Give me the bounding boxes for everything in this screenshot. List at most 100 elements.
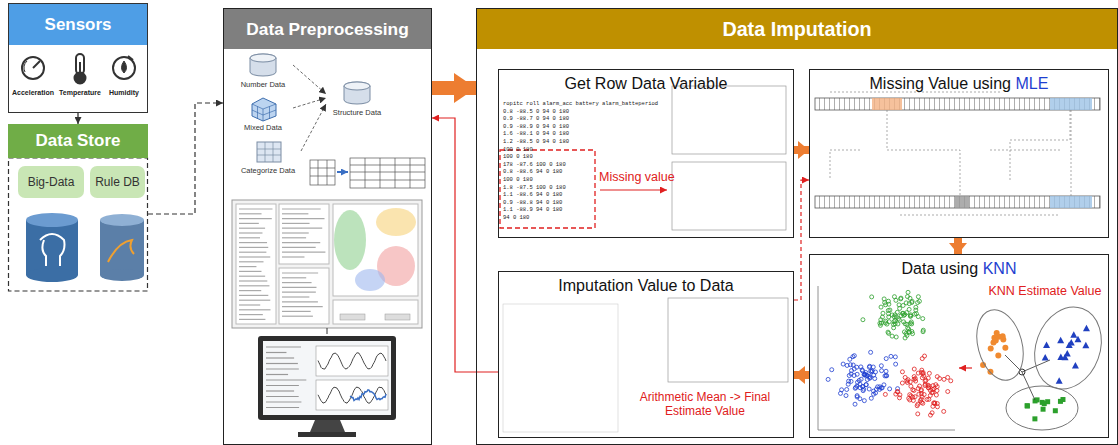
database-icons — [40, 234, 65, 266]
step-box: Missing Value using MLE — [809, 69, 1109, 238]
line-chart — [672, 86, 786, 154]
scatter-point — [883, 321, 887, 325]
scatter-point — [847, 374, 851, 378]
table-cell: 100 0 180 — [503, 176, 533, 183]
data-link — [148, 103, 223, 214]
scatter-point — [869, 350, 873, 354]
scatter-point — [899, 314, 903, 318]
scatter-point — [926, 376, 930, 380]
scatter-point — [907, 330, 911, 334]
scatter-point — [942, 409, 946, 413]
node-label: Structure Data — [333, 108, 381, 117]
cluster-outlines — [1006, 386, 1078, 430]
scatter-point — [882, 297, 886, 301]
software-screenshot — [232, 200, 422, 328]
database-icons — [26, 213, 144, 282]
text-placeholder — [266, 390, 294, 391]
merge-arrow — [293, 98, 326, 108]
scatter-point — [946, 375, 950, 379]
data-strip — [815, 98, 1100, 110]
scatter-point — [910, 322, 914, 326]
text-placeholder — [282, 247, 316, 248]
scatter-point — [880, 369, 884, 373]
scatter-point — [899, 296, 903, 300]
process-panel: Data PreprocessingNumber DataMixed DataC… — [223, 8, 432, 445]
stage-arrow — [794, 371, 809, 379]
chart-axes — [818, 286, 955, 430]
monitor-icon — [263, 341, 391, 415]
class-point — [1042, 354, 1049, 361]
scatter-point — [912, 367, 916, 371]
software-screenshot — [232, 200, 422, 328]
sensor-icons — [128, 56, 133, 60]
scatter-point — [900, 370, 904, 374]
sensor-icons — [122, 61, 127, 73]
annotation-lines — [1071, 110, 1072, 196]
scatter-point — [845, 363, 849, 367]
scatter-point — [889, 354, 893, 358]
scatter-point — [904, 301, 908, 305]
text-placeholder — [282, 208, 321, 209]
scatter-point — [847, 379, 851, 383]
class-point — [1000, 333, 1006, 339]
scatter-point — [928, 413, 932, 417]
scatter-point — [863, 372, 867, 376]
sensor-icons — [79, 62, 81, 75]
storage-cylinder: Big-Data — [18, 166, 84, 198]
table-cell: 1.1 -88.6 94 0 180 — [503, 191, 562, 198]
text-placeholder — [282, 292, 316, 293]
annotation-lines — [830, 150, 860, 180]
scatter-point — [884, 373, 888, 377]
text-placeholder — [239, 213, 262, 214]
text-placeholder — [239, 208, 272, 209]
text-placeholder — [239, 271, 261, 272]
scatter-point — [899, 297, 903, 301]
scatter-point — [931, 404, 935, 408]
scatter-point — [826, 377, 830, 381]
storage-cylinder: Rule DB — [90, 166, 145, 198]
scatter-point — [881, 311, 885, 315]
text-placeholder — [266, 396, 299, 397]
annotation-lines — [990, 150, 1060, 151]
scatter-point — [919, 388, 923, 392]
node-label: Rule DB — [95, 175, 140, 189]
step-box: Data using KNN — [809, 254, 1109, 438]
scatter-point — [921, 328, 925, 332]
node-label: Categorize Data — [241, 166, 295, 175]
scatter-point — [895, 310, 899, 314]
panel-header: Data Preprocessing — [224, 9, 431, 49]
table-icons — [350, 158, 425, 188]
imputation-panel: Data ImputationGet Row Data VariableMiss… — [476, 8, 1118, 445]
scatter-point — [908, 380, 912, 384]
text-placeholder — [266, 401, 301, 402]
scatter-point — [864, 383, 868, 387]
cluster-outlines — [1024, 298, 1113, 399]
class-point — [1064, 350, 1071, 357]
annotation-lines — [900, 215, 1060, 216]
table-icons — [310, 160, 335, 185]
software-screenshot — [236, 204, 276, 324]
scatter-point — [830, 368, 834, 372]
monitor-icon — [310, 420, 345, 432]
database-icons — [108, 240, 134, 262]
text-placeholder — [282, 256, 304, 257]
text-placeholder — [266, 368, 299, 369]
text-placeholder — [239, 242, 267, 243]
scatter-point — [880, 386, 884, 390]
scatter-point — [879, 305, 883, 309]
feedback-arrow — [432, 118, 498, 372]
scatter-point — [893, 355, 897, 359]
neighbor-line — [1022, 372, 1035, 400]
sensor-icons — [76, 54, 84, 74]
monitor-icon — [316, 380, 388, 410]
scatter-point — [923, 354, 927, 358]
text-placeholder — [282, 301, 318, 302]
callout-note: Missing value — [599, 170, 675, 184]
scatter-point — [907, 396, 911, 400]
class-point — [1025, 403, 1030, 408]
scatter-point — [894, 298, 898, 302]
software-screenshot — [333, 300, 418, 324]
table-icons — [310, 158, 425, 188]
scatter-point — [916, 295, 920, 299]
